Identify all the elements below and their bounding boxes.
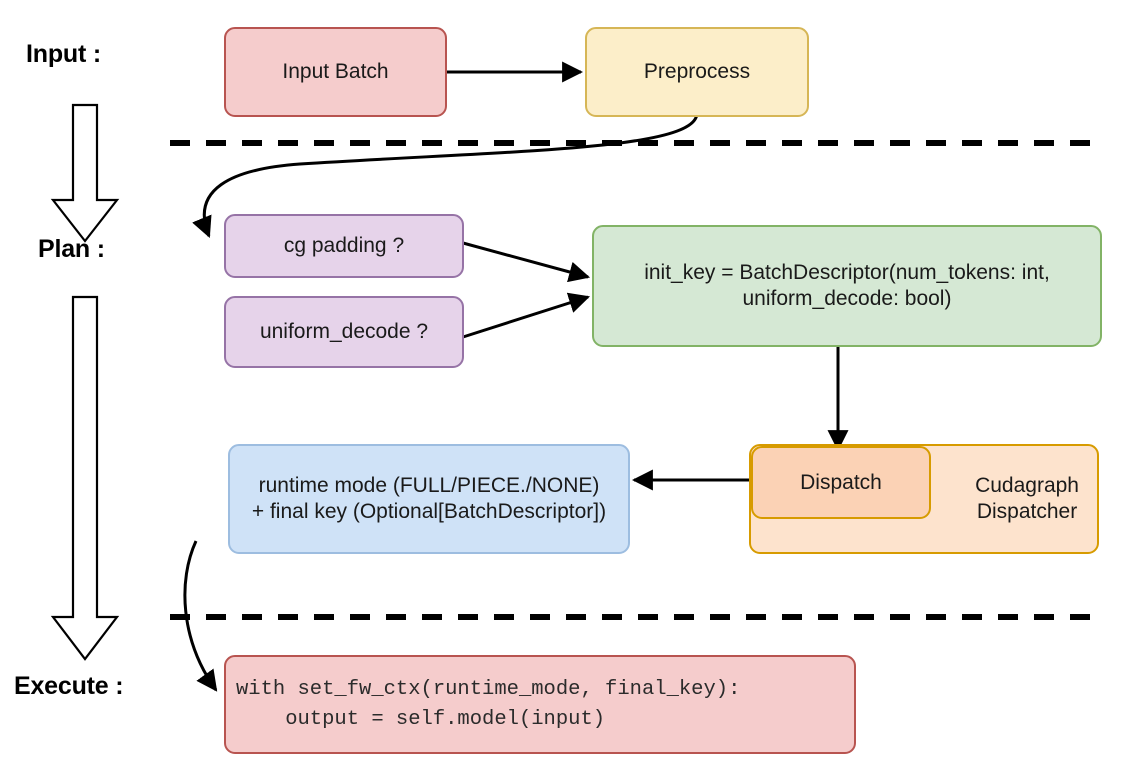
node-init-key[interactable]: init_key = BatchDescriptor(num_tokens: i…: [592, 225, 1102, 347]
input-to-plan-arrow: [50, 103, 120, 243]
stage-label-input: Input :: [26, 40, 101, 68]
node-uniform-decode[interactable]: uniform_decode ?: [224, 296, 464, 368]
node-input-batch[interactable]: Input Batch: [224, 27, 447, 117]
node-preprocess[interactable]: Preprocess: [585, 27, 809, 117]
cg-padding-to-init-key: [462, 241, 591, 283]
node-cg-padding[interactable]: cg padding ?: [224, 214, 464, 278]
node-execute-code-text: with set_fw_ctx(runtime_mode, final_key)…: [226, 675, 740, 733]
stage-label-plan: Plan :: [38, 235, 105, 263]
runtime-mode-to-execute: [183, 540, 218, 692]
node-cudagraph-dispatcher-line2: Dispatcher: [976, 500, 1078, 523]
node-execute-code-line1: with set_fw_ctx(runtime_mode, final_key)…: [236, 678, 741, 702]
node-execute-code-line2: output = self.model(input): [236, 707, 606, 731]
node-init-key-text: init_key = BatchDescriptor(num_tokens: i…: [638, 260, 1056, 311]
node-runtime-mode[interactable]: runtime mode (FULL/PIECE./NONE) + final …: [228, 444, 630, 554]
node-dispatch-label: Dispatch: [800, 470, 882, 494]
node-execute-code[interactable]: with set_fw_ctx(runtime_mode, final_key)…: [224, 655, 856, 754]
node-cudagraph-dispatcher-line1: Cudagraph: [975, 474, 1079, 498]
node-uniform-decode-label: uniform_decode ?: [259, 320, 429, 344]
plan-to-execute-arrow: [50, 295, 120, 661]
node-runtime-mode-text: runtime mode (FULL/PIECE./NONE) + final …: [246, 473, 612, 524]
uniform-decode-to-init-key: [462, 292, 591, 339]
node-runtime-mode-line1: runtime mode (FULL/PIECE./NONE): [258, 474, 600, 498]
stage-label-execute: Execute :: [14, 672, 124, 700]
node-dispatch[interactable]: Dispatch: [751, 446, 931, 519]
node-cudagraph-dispatcher-text: Cudagraph Dispatcher: [969, 473, 1097, 524]
node-init-key-line1: init_key = BatchDescriptor(num_tokens: i…: [644, 261, 1050, 285]
node-init-key-line2: uniform_decode: bool): [742, 287, 952, 310]
node-input-batch-label: Input Batch: [282, 60, 389, 84]
node-runtime-mode-line2: + final key (Optional[BatchDescriptor]): [251, 500, 607, 523]
node-cg-padding-label: cg padding ?: [283, 234, 405, 258]
node-preprocess-label: Preprocess: [643, 60, 751, 84]
